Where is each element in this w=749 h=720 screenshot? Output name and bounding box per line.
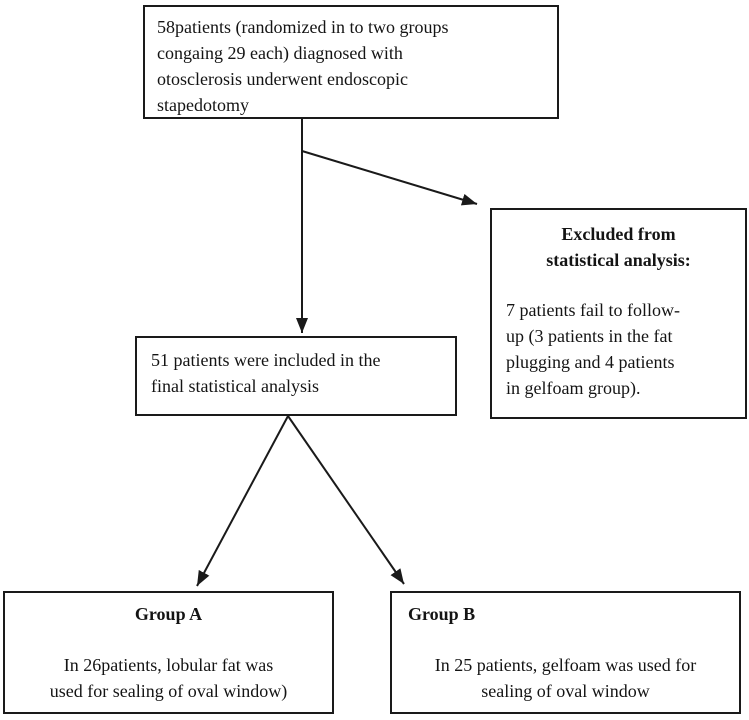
included-text: 51 patients were included in the final s… — [151, 350, 381, 396]
group-b-body: In 25 patients, gelfoam was used for sea… — [434, 654, 697, 701]
arrow-branch-to-excluded — [301, 150, 478, 206]
included-box: 51 patients were included in the final s… — [135, 336, 457, 416]
excluded-box: Excluded from statistical analysis: 7 pa… — [490, 208, 747, 419]
enrollment-text: 58patients (randomized in to two groups … — [157, 17, 449, 115]
arrow-included-to-group-b — [287, 415, 405, 585]
enrollment-box: 58patients (randomized in to two groups … — [143, 5, 559, 119]
excluded-title: Excluded from statistical analysis: — [546, 224, 691, 270]
excluded-body: 7 patients fail to follow- up (3 patient… — [506, 299, 680, 398]
group-a-body: In 26patients, lobular fat was used for … — [49, 654, 288, 701]
group-b-title: Group B — [408, 604, 476, 624]
group-b-box: Group B In 25 patients, gelfoam was used… — [390, 591, 741, 714]
group-a-title: Group A — [134, 604, 203, 624]
group-a-box: Group A In 26patients, lobular fat was u… — [3, 591, 334, 714]
arrow-included-to-group-a — [196, 415, 289, 587]
